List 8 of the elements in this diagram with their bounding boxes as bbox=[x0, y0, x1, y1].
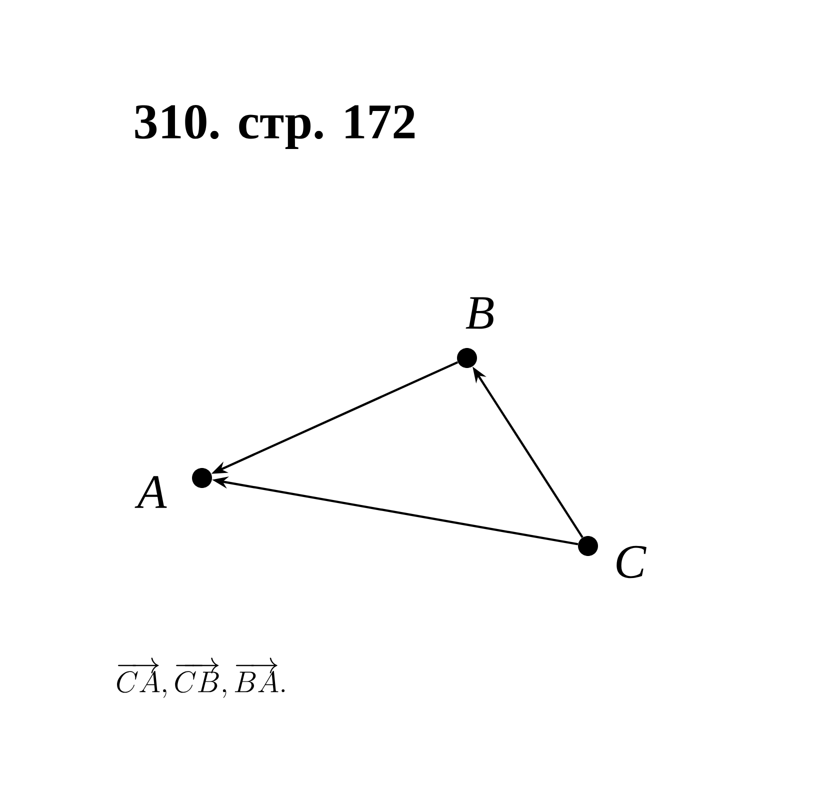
point bbox=[192, 468, 212, 488]
point bbox=[457, 348, 477, 368]
point bbox=[578, 536, 598, 556]
point-label: B bbox=[466, 297, 494, 329]
point-label: C bbox=[616, 546, 646, 578]
title: 310. стр. 172 bbox=[135, 105, 415, 149]
vector-list: $\overrightarrow{CA}, \overrightarrow{CB}, \overrightarrow{BA}.$ bbox=[117, 658, 285, 698]
point-label: A bbox=[134, 476, 167, 508]
